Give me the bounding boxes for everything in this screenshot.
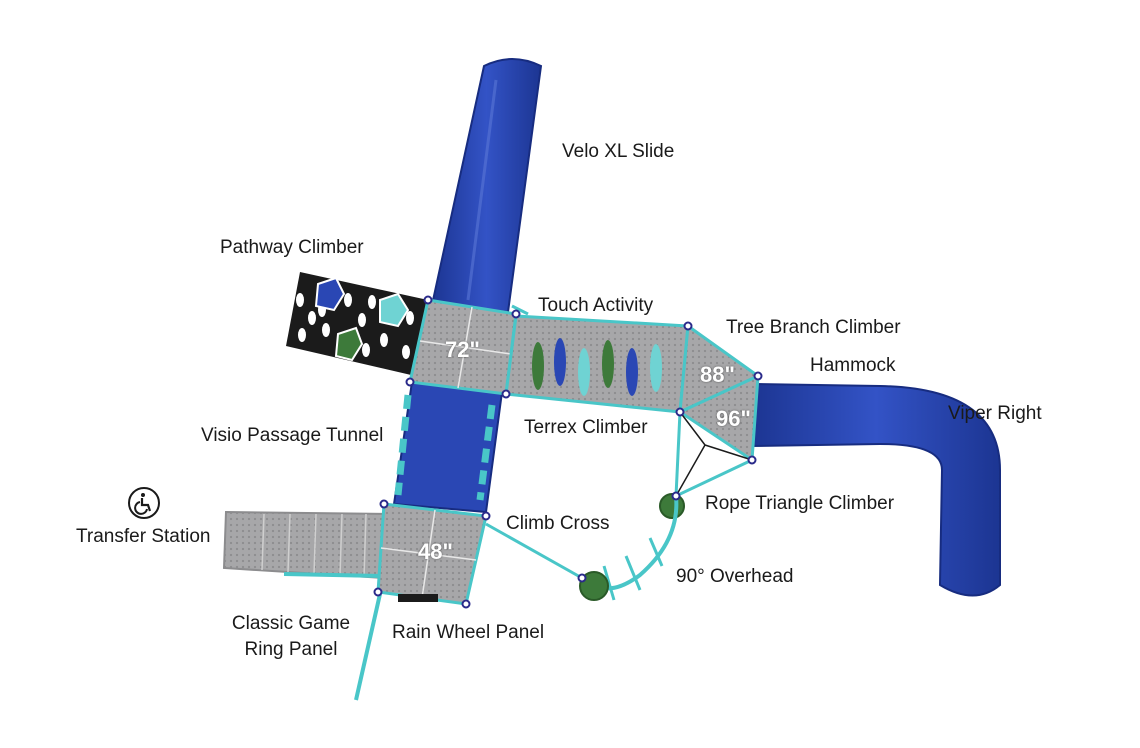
label-classic-game-ring-panel: Classic Game Ring Panel: [226, 613, 356, 661]
deck-88-96: [676, 323, 761, 463]
deck-height-96: 96": [716, 406, 751, 431]
label-pathway-climber: Pathway Climber: [220, 237, 364, 258]
label-climb-cross: Climb Cross: [506, 513, 610, 534]
deck-height-88: 88": [700, 362, 735, 387]
label-classic-game-ring-panel-line2: Ring Panel: [244, 638, 338, 660]
label-transfer-station: Transfer Station: [76, 526, 211, 547]
label-rain-wheel-panel: Rain Wheel Panel: [392, 622, 545, 643]
label-classic-game-ring-panel-line1: Classic Game: [231, 613, 351, 634]
deck-height-48: 48": [418, 539, 453, 564]
viper-right-slide: [750, 382, 1001, 597]
ninety-overhead: [485, 495, 679, 601]
deck-posts: [373, 295, 763, 609]
label-terrex-climber: Terrex Climber: [524, 417, 648, 438]
label-rope-triangle-climber: Rope Triangle Climber: [705, 493, 895, 514]
label-viper-right: Viper Right: [948, 403, 1042, 424]
label-visio-passage-tunnel: Visio Passage Tunnel: [201, 425, 384, 446]
pathway-climber: [286, 272, 428, 378]
transfer-station: [222, 510, 392, 580]
label-tree-branch-climber: Tree Branch Climber: [726, 317, 901, 338]
velo-xl-slide: [430, 58, 543, 314]
deck-height-72: 72": [445, 337, 480, 362]
label-velo-xl-slide: Velo XL Slide: [562, 141, 675, 162]
wheelchair-icon: [128, 487, 160, 519]
label-touch-activity: Touch Activity: [538, 295, 654, 316]
terrex-walkway: [504, 304, 690, 414]
label-hammock: Hammock: [810, 355, 896, 376]
label-90-overhead: 90° Overhead: [676, 566, 794, 587]
visio-passage-tunnel: [392, 380, 504, 514]
classic-game-ring-panel: [354, 593, 382, 701]
